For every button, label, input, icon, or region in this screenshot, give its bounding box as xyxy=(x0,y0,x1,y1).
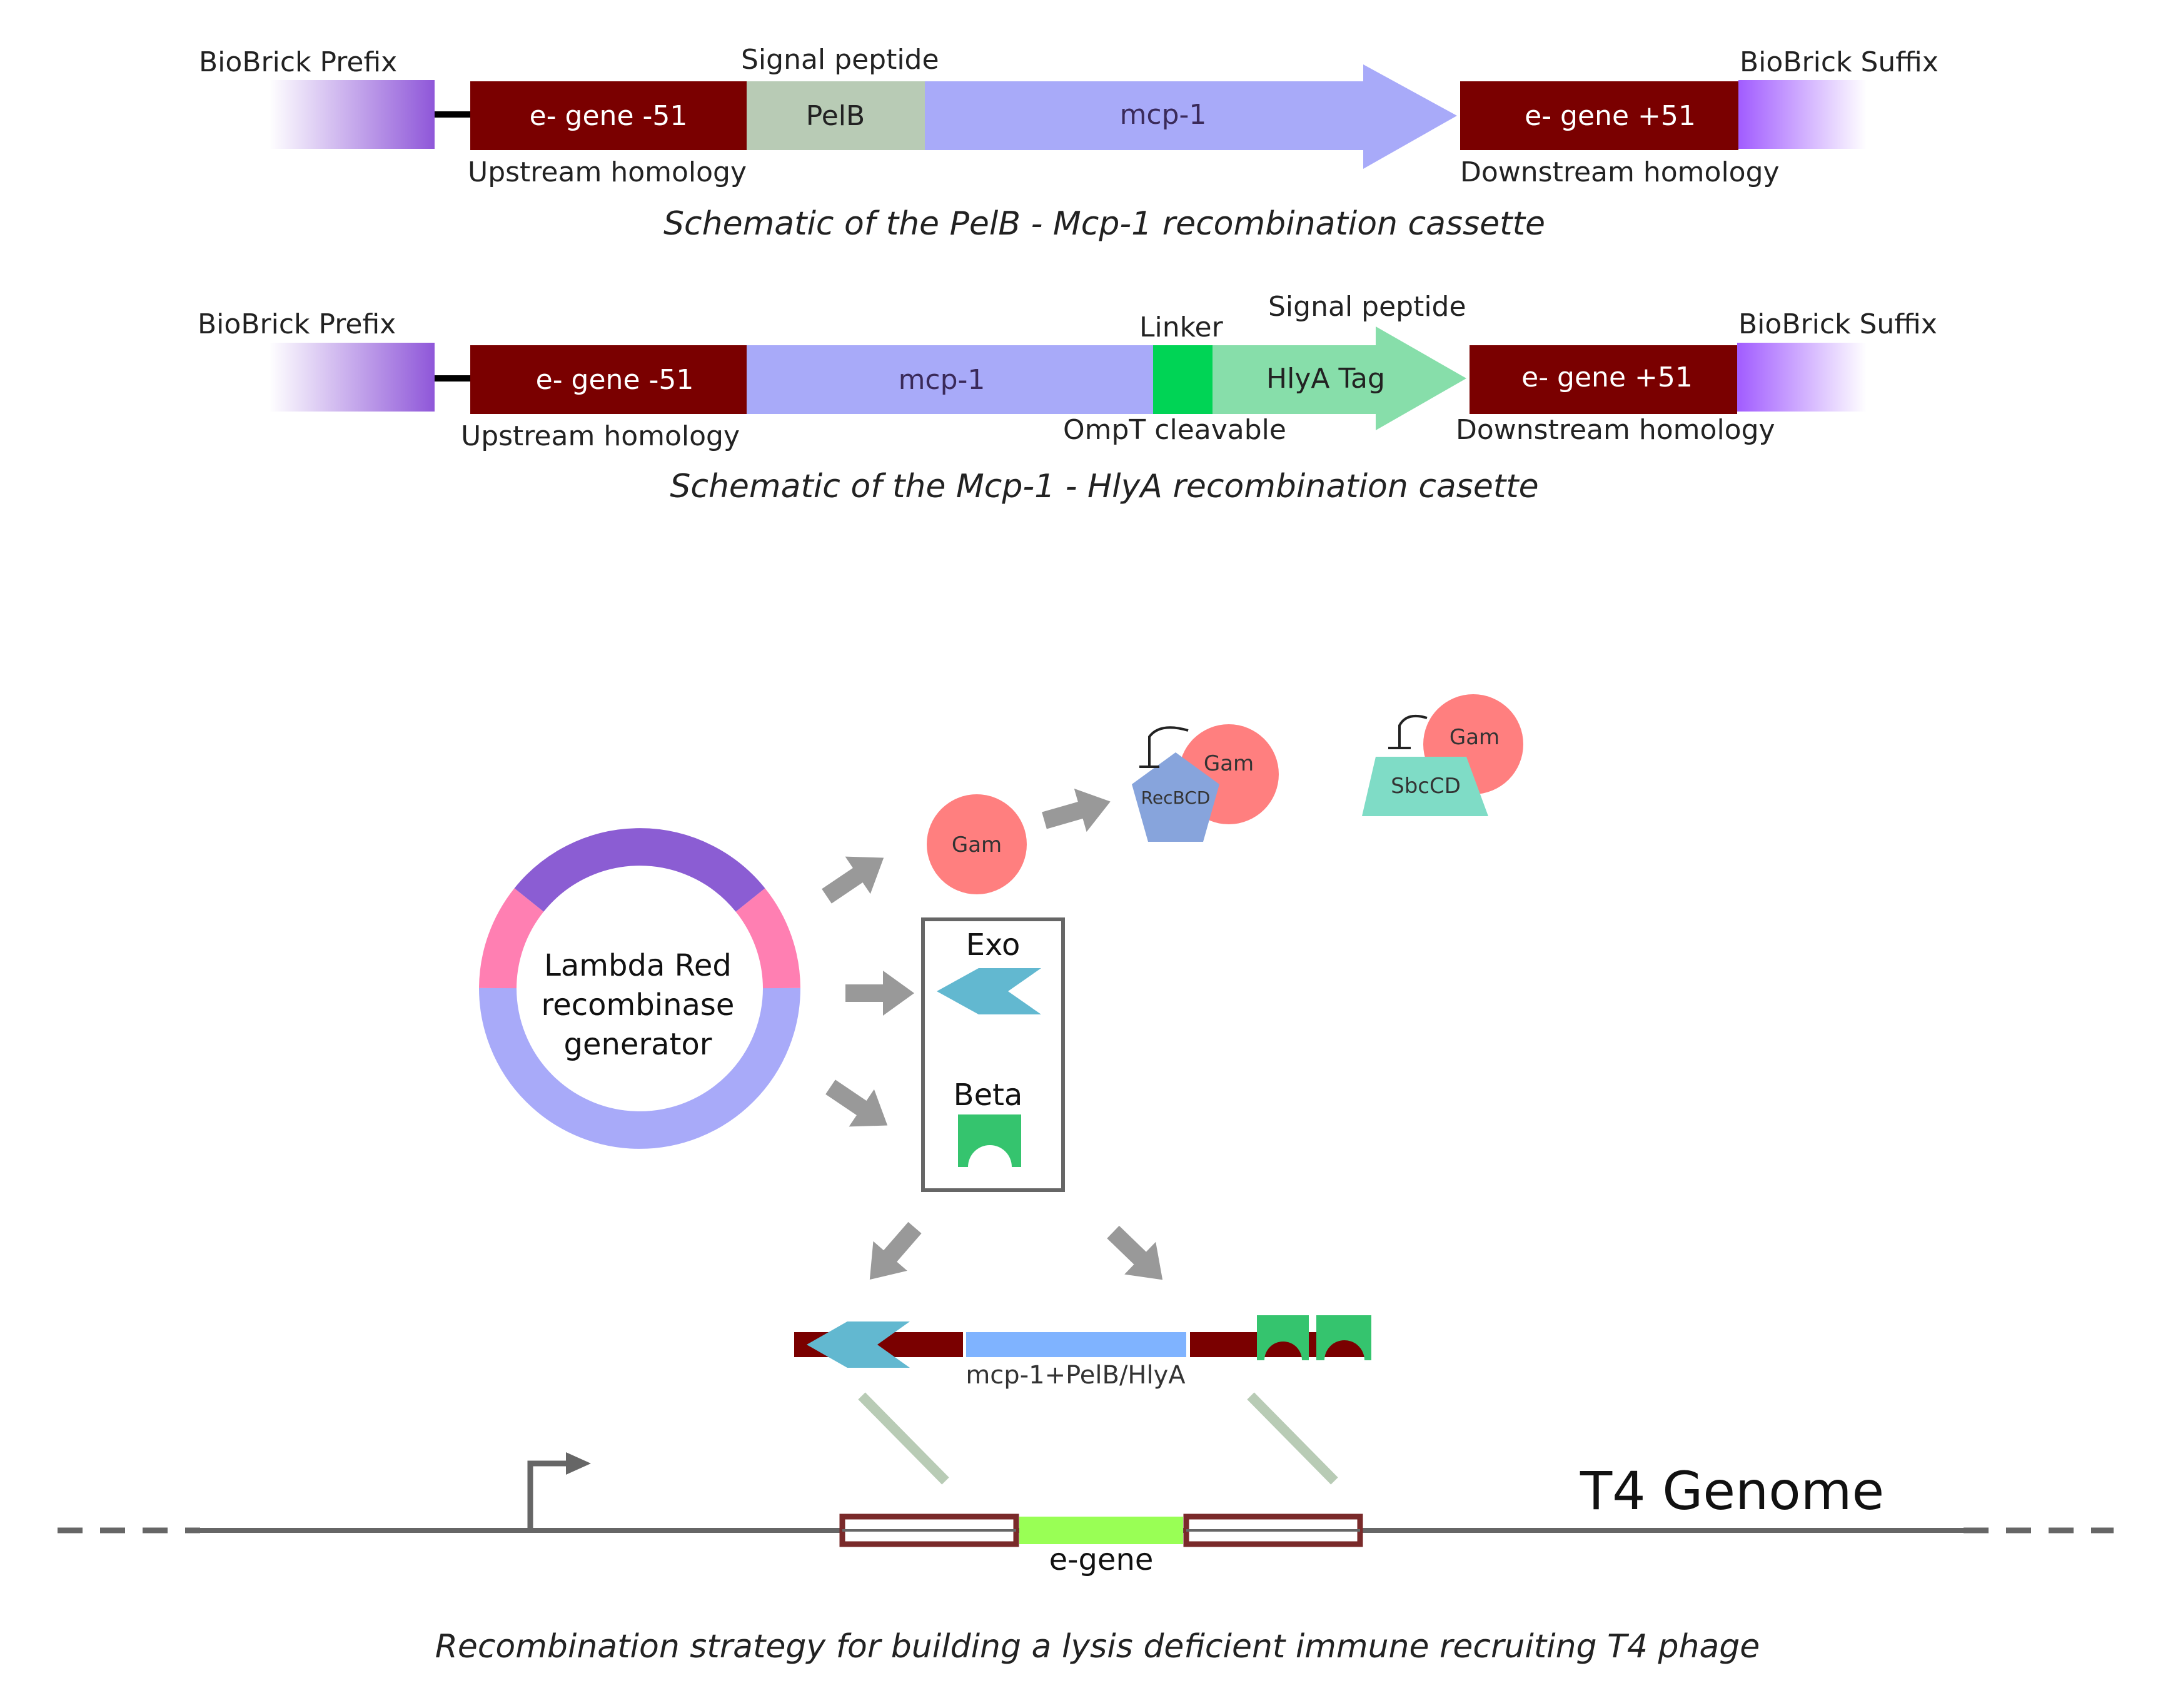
upstream-homology-block xyxy=(470,345,747,414)
cassette2-caption: Schematic of the Mcp-1 - HlyA recombinat… xyxy=(670,468,1538,505)
promoter-arrowhead-icon xyxy=(566,1452,591,1475)
downstream-homology-block xyxy=(1460,81,1738,150)
gam-protein xyxy=(927,794,1027,894)
upstream-block-text: e- gene -51 xyxy=(536,364,694,396)
biobrick-prefix-block xyxy=(269,343,435,412)
insert-label: mcp-1+PelB/HlyA xyxy=(966,1361,1186,1390)
insert-mcp-region xyxy=(966,1332,1186,1357)
signal-peptide-label: Signal peptide xyxy=(741,44,939,76)
mechanism-caption: Recombination strategy for building a ly… xyxy=(435,1628,1760,1665)
pelb-block-text: PelB xyxy=(806,100,865,132)
mcp1-block xyxy=(747,345,1153,414)
hlya-tag-arrow-block xyxy=(1213,326,1466,430)
exo-label: Exo xyxy=(966,927,1021,963)
mcp1-block-text: mcp-1 xyxy=(1120,99,1207,131)
biobrick-suffix-label: BioBrick Suffix xyxy=(1740,46,1939,78)
biobrick-suffix-block xyxy=(1738,80,1867,149)
biobrick-prefix-label: BioBrick Prefix xyxy=(199,46,397,78)
hlya-tag-text: HlyA Tag xyxy=(1266,363,1385,395)
exo-beta-box xyxy=(921,917,1065,1192)
cassette1-caption: Schematic of the PelB - Mcp-1 recombinat… xyxy=(663,205,1545,243)
upstream-homology-block xyxy=(470,81,747,150)
plasmid-label-line2: recombinase xyxy=(542,988,735,1023)
linker-label: Linker xyxy=(1139,311,1224,343)
plasmid-label-line1: Lambda Red xyxy=(544,948,732,983)
gam-label-sbccd: Gam xyxy=(1450,725,1500,750)
plasmid-bottom-arc xyxy=(479,988,800,1149)
downstream-homology-label: Downstream homology xyxy=(1456,414,1775,446)
downstream-homology-label: Downstream homology xyxy=(1460,156,1780,188)
recbcd-enzyme xyxy=(1132,752,1219,842)
beta-on-insert-2 xyxy=(1316,1315,1371,1360)
biobrick-prefix-block xyxy=(269,80,435,149)
upstream-homology-label: Upstream homology xyxy=(468,156,747,188)
sbccd-inhibition-mark xyxy=(1398,715,1428,748)
recbcd-label: RecBCD xyxy=(1141,787,1211,808)
grey-arrows xyxy=(822,788,1163,1280)
downstream-block-text: e- gene +51 xyxy=(1525,100,1696,132)
t4-genome: e-gene T4 Genome xyxy=(58,1452,2114,1577)
plasmid-right-arc xyxy=(735,888,800,989)
e-gene-region xyxy=(1019,1517,1183,1544)
signal-peptide-label: Signal peptide xyxy=(1268,291,1466,323)
pelb-block xyxy=(747,81,925,150)
mcp1-arrow-block xyxy=(925,64,1457,169)
biobrick-suffix-label: BioBrick Suffix xyxy=(1738,308,1937,340)
plasmid-label-line3: generator xyxy=(563,1027,712,1062)
arrow-gam-to-recbcd xyxy=(1042,788,1111,832)
arrow-box-down-left xyxy=(869,1221,922,1280)
biobrick-suffix-block xyxy=(1737,343,1867,412)
insert-dna: mcp-1+PelB/HlyA xyxy=(794,1315,1371,1390)
lambda-red-plasmid xyxy=(479,828,800,1149)
arrow-to-gam xyxy=(822,856,884,904)
cassette-pelb-mcp1: BioBrick Prefix BioBrick Suffix Signal p… xyxy=(199,44,1939,243)
exo-on-insert xyxy=(807,1321,910,1368)
promoter-arrow-icon xyxy=(527,1460,570,1530)
biobrick-prefix-label: BioBrick Prefix xyxy=(198,308,396,340)
plasmid-top-arc xyxy=(514,828,765,912)
gam-label-recbcd: Gam xyxy=(1204,751,1254,776)
mcp1-block-text: mcp-1 xyxy=(899,364,986,396)
ompt-cleavable-label: OmpT cleavable xyxy=(1063,414,1286,446)
recbcd-inhibition-mark xyxy=(1148,726,1189,767)
t4-genome-label: T4 Genome xyxy=(1580,1460,1884,1522)
beta-protein xyxy=(958,1114,1021,1167)
upstream-homology-label: Upstream homology xyxy=(461,420,740,452)
sbccd-label: SbcCD xyxy=(1391,774,1461,799)
arrow-box-down-right xyxy=(1107,1225,1163,1280)
upstream-block-text: e- gene -51 xyxy=(530,100,688,132)
beta-on-insert-1 xyxy=(1257,1315,1309,1360)
downstream-homology-block xyxy=(1470,345,1737,414)
linker-block xyxy=(1153,345,1213,414)
lambda-red-mechanism: Lambda Red recombinase generator Gam Gam… xyxy=(58,694,2114,1665)
arrow-to-beta xyxy=(825,1079,888,1127)
cassette-mcp1-hlya: BioBrick Prefix BioBrick Suffix Linker S… xyxy=(198,291,1937,505)
exo-protein xyxy=(937,968,1041,1014)
gam-label: Gam xyxy=(952,832,1002,857)
beta-label: Beta xyxy=(954,1078,1023,1113)
homology-guide-left xyxy=(858,1392,949,1485)
e-gene-label: e-gene xyxy=(1049,1542,1154,1577)
homology-guide-right xyxy=(1247,1392,1338,1485)
plasmid-left-arc xyxy=(479,888,544,989)
downstream-block-text: e- gene +51 xyxy=(1521,361,1693,393)
arrow-to-exo xyxy=(845,971,914,1016)
sbccd-enzyme xyxy=(1362,757,1488,816)
